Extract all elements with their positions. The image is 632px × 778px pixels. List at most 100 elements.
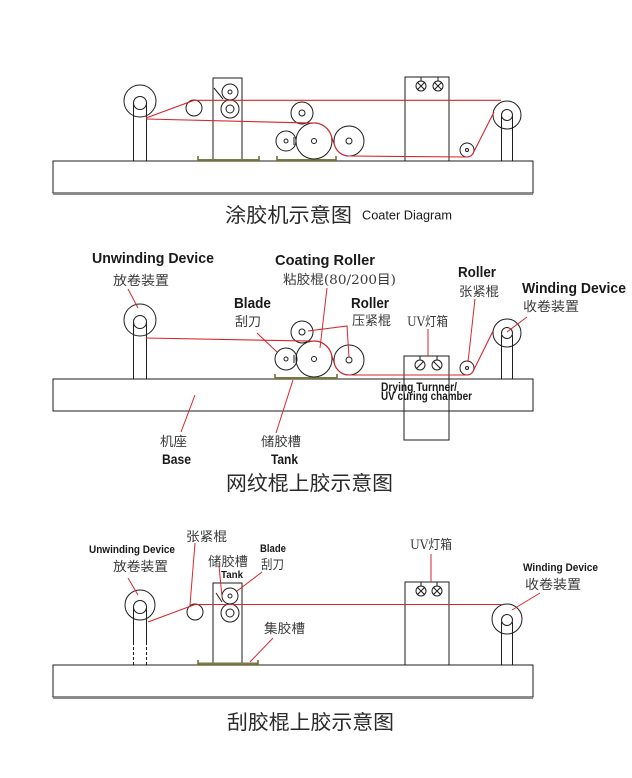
uv-box-frame bbox=[404, 581, 450, 666]
uv-lamp-icon bbox=[431, 585, 443, 597]
upper-roller-axle bbox=[298, 328, 306, 336]
blade-roller bbox=[274, 347, 298, 371]
collecting-tank bbox=[197, 660, 259, 666]
unwinder-core bbox=[133, 600, 147, 614]
blade-bottom-roller-axle bbox=[225, 608, 235, 618]
leader-tension-roller bbox=[467, 298, 476, 363]
winder-core bbox=[501, 109, 513, 121]
coating-roller-axle bbox=[311, 138, 317, 144]
label-unwinding-cn: 放卷装置 bbox=[113, 273, 169, 289]
leader-collecting-tank bbox=[249, 637, 274, 663]
leader-blade bbox=[236, 571, 263, 592]
pressure-roller-axle bbox=[345, 356, 353, 364]
label-tank-en: Tank bbox=[221, 570, 243, 581]
label-tank-cn: 储胶槽 bbox=[208, 554, 248, 570]
diagram-title: 刮胶棍上胶示意图 bbox=[227, 710, 394, 734]
label-winding-cn: 收卷装置 bbox=[525, 577, 581, 593]
web-path bbox=[147, 603, 502, 623]
unwinder-core bbox=[133, 96, 147, 110]
lamp-cross bbox=[433, 587, 441, 595]
lamp-slash bbox=[416, 361, 424, 369]
guide-roller-axle bbox=[465, 148, 469, 152]
winder-roll bbox=[491, 603, 523, 635]
leader-winding bbox=[506, 316, 528, 333]
blade-roller bbox=[275, 130, 297, 152]
label-tank-en: Tank bbox=[271, 451, 298, 467]
upper-roller bbox=[290, 101, 314, 125]
lamp-slash bbox=[433, 361, 441, 369]
tank-outline bbox=[274, 374, 338, 380]
coating-roller-group bbox=[275, 101, 365, 160]
leader-coating-roller bbox=[319, 287, 328, 349]
tank-outline bbox=[197, 660, 259, 666]
diagram-title: 网纹棍上胶示意图 bbox=[226, 471, 393, 495]
label-tension-roller-cn: 张紧棍 bbox=[459, 285, 499, 300]
winder-roll bbox=[492, 318, 522, 348]
winding-device bbox=[491, 603, 523, 665]
leader-base bbox=[180, 394, 196, 433]
label-winding-cn: 收卷装置 bbox=[523, 299, 579, 315]
winding-device bbox=[492, 318, 522, 379]
uv-lamp-icon bbox=[415, 80, 427, 92]
label-blade-cn: 刮刀 bbox=[261, 558, 284, 573]
web-path-blade bbox=[145, 99, 501, 119]
blade-top-roller-axle bbox=[227, 593, 233, 599]
uv-box-frame bbox=[403, 355, 450, 441]
label-tank-cn: 储胶槽 bbox=[261, 434, 301, 450]
label-unwinding-en: Unwinding Device bbox=[89, 544, 175, 556]
leader-unwinding bbox=[127, 577, 139, 596]
tension-roller-axle bbox=[465, 366, 469, 370]
leader-unwinding bbox=[127, 288, 139, 309]
unwinding-device bbox=[123, 303, 157, 379]
label-blade-en: Blade bbox=[234, 295, 271, 312]
leader-winding bbox=[511, 592, 541, 611]
label-coating-roller-en: Coating Roller bbox=[275, 252, 375, 269]
uv-lamp-icon bbox=[415, 585, 427, 597]
upper-roller-axle bbox=[298, 109, 306, 117]
label-unwinding-en: Unwinding Device bbox=[92, 250, 214, 267]
blade-top-roller bbox=[221, 83, 239, 101]
glue-tank-2 bbox=[276, 156, 337, 162]
leader-pressure-roller bbox=[307, 325, 350, 358]
blade-roller-axle bbox=[283, 356, 289, 362]
leader-tank bbox=[275, 379, 294, 434]
upper-roller bbox=[290, 320, 314, 344]
winder-roll bbox=[492, 100, 522, 130]
label-drying-line2: UV curing chamber bbox=[381, 391, 472, 403]
leader-tank bbox=[218, 565, 223, 598]
winding-device bbox=[492, 100, 522, 161]
lamp-cross bbox=[417, 82, 425, 90]
glue-tank bbox=[274, 374, 338, 380]
label-uv-box-cn: UV灯箱 bbox=[410, 537, 452, 553]
uv-lamp-icon bbox=[432, 80, 444, 92]
pressure-roller-axle bbox=[345, 137, 353, 145]
winder-core bbox=[501, 327, 513, 339]
unwinding-device bbox=[124, 589, 156, 665]
blade-bottom-roller-axle bbox=[225, 104, 235, 114]
uv-lamp-icon bbox=[414, 359, 426, 371]
blade-station bbox=[212, 582, 243, 666]
label-pressure-roller-en: Roller bbox=[351, 295, 389, 312]
label-base-en: Base bbox=[162, 451, 191, 467]
label-coating-roller-cn: 粘胶棍(80/200目) bbox=[283, 272, 396, 288]
unwinder-roll bbox=[123, 303, 157, 337]
leader-blade bbox=[256, 332, 278, 353]
blade-bottom-roller bbox=[220, 99, 240, 119]
blade-station bbox=[212, 77, 243, 162]
doctor-blade bbox=[213, 87, 224, 100]
tank-outline bbox=[276, 156, 337, 162]
uv-lamp-icon bbox=[431, 359, 443, 371]
label-base-cn: 机座 bbox=[160, 435, 187, 450]
diagram-title-cn: 涂胶机示意图 bbox=[225, 203, 352, 227]
label-blade-cn: 刮刀 bbox=[235, 315, 261, 330]
winder-core bbox=[501, 614, 513, 626]
unwinder-core bbox=[133, 315, 147, 329]
leader-tension-roller bbox=[189, 542, 196, 606]
uv-lamp-box bbox=[404, 76, 450, 162]
unwinder-roll bbox=[123, 84, 157, 118]
blade-roller-axle bbox=[283, 138, 289, 144]
label-uv-box-cn: UV灯箱 bbox=[407, 314, 448, 330]
machine-base bbox=[52, 664, 534, 698]
tank-outline bbox=[197, 156, 260, 162]
